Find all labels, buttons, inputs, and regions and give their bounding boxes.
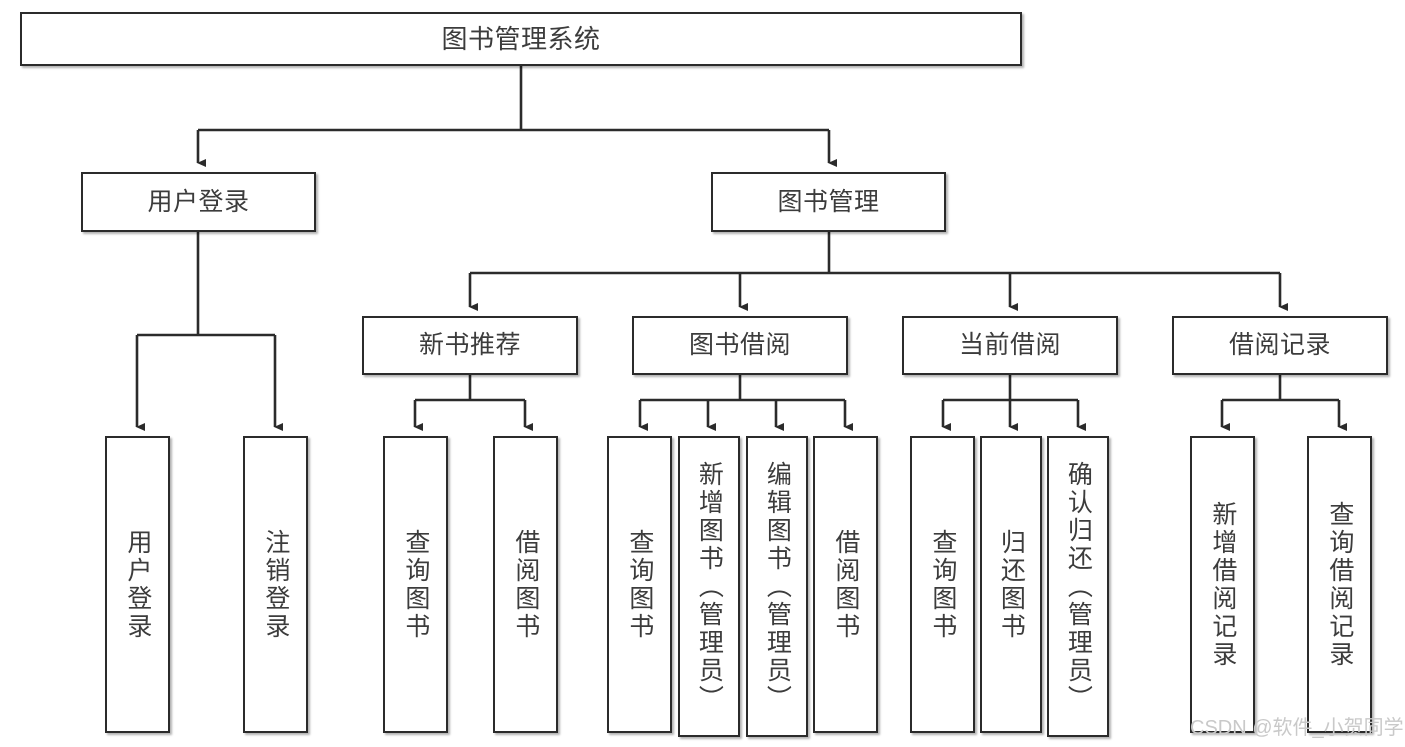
leaf-add-book-admin[interactable]: 新增图书（管理员） [678, 436, 740, 737]
node-label: 查询图书 [625, 528, 654, 641]
leaf-add-borrow-record[interactable]: 新增借阅记录 [1190, 436, 1255, 733]
node-label: 新书推荐 [418, 331, 521, 359]
node-label: 借阅图书 [831, 528, 860, 641]
node-user-login[interactable]: 用户登录 [81, 172, 316, 232]
node-label: 归还图书 [997, 528, 1026, 641]
node-label: 查询图书 [928, 528, 957, 641]
leaf-return-book[interactable]: 归还图书 [980, 436, 1042, 733]
node-new-book-recommend[interactable]: 新书推荐 [362, 316, 578, 375]
node-root-system[interactable]: 图书管理系统 [20, 12, 1022, 66]
leaf-user-login[interactable]: 用户登录 [105, 436, 170, 733]
leaf-query-book-current[interactable]: 查询图书 [910, 436, 975, 733]
node-book-management[interactable]: 图书管理 [711, 172, 946, 232]
node-label: 图书借阅 [688, 331, 791, 359]
node-label: 借阅记录 [1228, 331, 1331, 359]
node-label: 查询借阅记录 [1325, 500, 1354, 669]
leaf-confirm-return-admin[interactable]: 确认归还（管理员） [1047, 436, 1109, 737]
leaf-query-book-recommend[interactable]: 查询图书 [383, 436, 448, 733]
leaf-edit-book-admin[interactable]: 编辑图书（管理员） [746, 436, 808, 737]
node-label: 用户登录 [147, 187, 250, 216]
leaf-borrow-book[interactable]: 借阅图书 [813, 436, 878, 733]
node-label: 图书管理系统 [441, 24, 601, 54]
node-label: 当前借阅 [958, 331, 1061, 359]
node-label: 注销登录 [261, 528, 290, 641]
node-label: 用户登录 [123, 528, 152, 641]
node-borrow-record[interactable]: 借阅记录 [1172, 316, 1388, 375]
leaf-user-logout[interactable]: 注销登录 [243, 436, 308, 733]
node-label: 查询图书 [401, 528, 430, 641]
leaf-query-book-borrow[interactable]: 查询图书 [607, 436, 672, 733]
node-label: 确认归还（管理员） [1064, 460, 1093, 713]
leaf-query-borrow-record[interactable]: 查询借阅记录 [1307, 436, 1372, 733]
node-label: 借阅图书 [511, 528, 540, 641]
node-current-borrow[interactable]: 当前借阅 [902, 316, 1118, 375]
leaf-borrow-book-recommend[interactable]: 借阅图书 [493, 436, 558, 733]
node-label: 图书管理 [777, 187, 880, 216]
node-label: 编辑图书（管理员） [763, 460, 792, 713]
node-label: 新增图书（管理员） [695, 460, 724, 713]
watermark-text: CSDN @软件_小贺同学 [1190, 717, 1404, 739]
node-label: 新增借阅记录 [1208, 500, 1237, 669]
node-book-borrow[interactable]: 图书借阅 [632, 316, 848, 375]
